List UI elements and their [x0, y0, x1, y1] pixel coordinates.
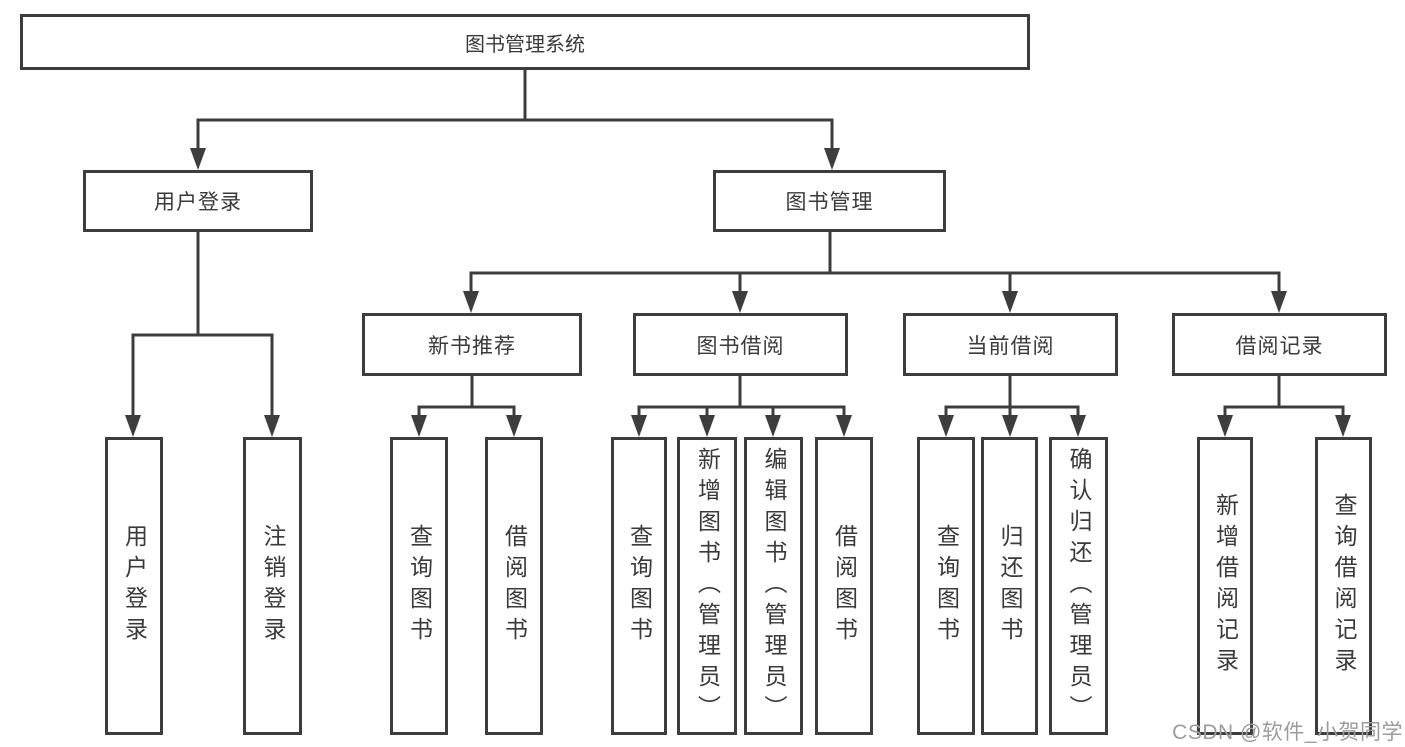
node-book-borrow: 图书借阅: [633, 313, 848, 376]
node-label: 新增借阅记录: [1212, 493, 1239, 679]
leaf-borrow-query-book: 查询图书: [611, 437, 667, 735]
node-label: 新增图书（管理员）: [694, 446, 721, 726]
node-label: 归还图书: [997, 524, 1023, 648]
node-current-borrow: 当前借阅: [903, 313, 1118, 376]
leaf-current-query-book: 查询图书: [917, 437, 975, 735]
node-new-book-recommend: 新书推荐: [362, 313, 582, 376]
leaf-borrow-book: 借阅图书: [815, 437, 873, 735]
leaf-query-borrow-record: 查询借阅记录: [1315, 437, 1372, 735]
node-label: 确认归还（管理员）: [1066, 446, 1092, 726]
node-label: 借阅记录: [1235, 334, 1324, 358]
leaf-confirm-return-admin: 确认归还（管理员）: [1049, 437, 1108, 735]
node-system-root: 图书管理系统: [20, 14, 1030, 70]
node-label: 借阅图书: [501, 524, 528, 648]
node-label: 查询图书: [626, 524, 653, 648]
node-user-login: 用户登录: [83, 170, 313, 232]
node-label: 图书借阅: [696, 334, 785, 358]
node-label: 查询图书: [406, 524, 433, 648]
node-label: 注销登录: [260, 524, 286, 648]
leaf-edit-book-admin: 编辑图书（管理员）: [744, 437, 803, 735]
node-label: 借阅图书: [831, 524, 858, 648]
node-label: 图书管理系统: [465, 33, 585, 56]
node-label: 当前借阅: [966, 334, 1055, 358]
node-borrow-record: 借阅记录: [1172, 313, 1387, 376]
leaf-recommend-query-book: 查询图书: [390, 437, 448, 735]
node-label: 图书管理: [785, 191, 874, 214]
node-label: 新书推荐: [428, 334, 516, 358]
node-label: 查询图书: [933, 524, 960, 648]
node-label: 用户登录: [121, 524, 148, 648]
leaf-return-book: 归还图书: [981, 437, 1038, 735]
node-label: 查询借阅记录: [1331, 493, 1357, 679]
node-label: 编辑图书（管理员）: [761, 446, 787, 726]
leaf-add-book-admin: 新增图书（管理员）: [677, 437, 737, 735]
leaf-recommend-borrow-book: 借阅图书: [485, 437, 543, 735]
leaf-add-borrow-record: 新增借阅记录: [1197, 437, 1253, 735]
leaf-logout: 注销登录: [243, 437, 302, 735]
leaf-user-login: 用户登录: [105, 437, 163, 735]
node-book-management: 图书管理: [713, 170, 946, 232]
node-label: 用户登录: [154, 191, 242, 214]
csdn-watermark: CSDN @软件_小贺同学: [1172, 721, 1403, 744]
